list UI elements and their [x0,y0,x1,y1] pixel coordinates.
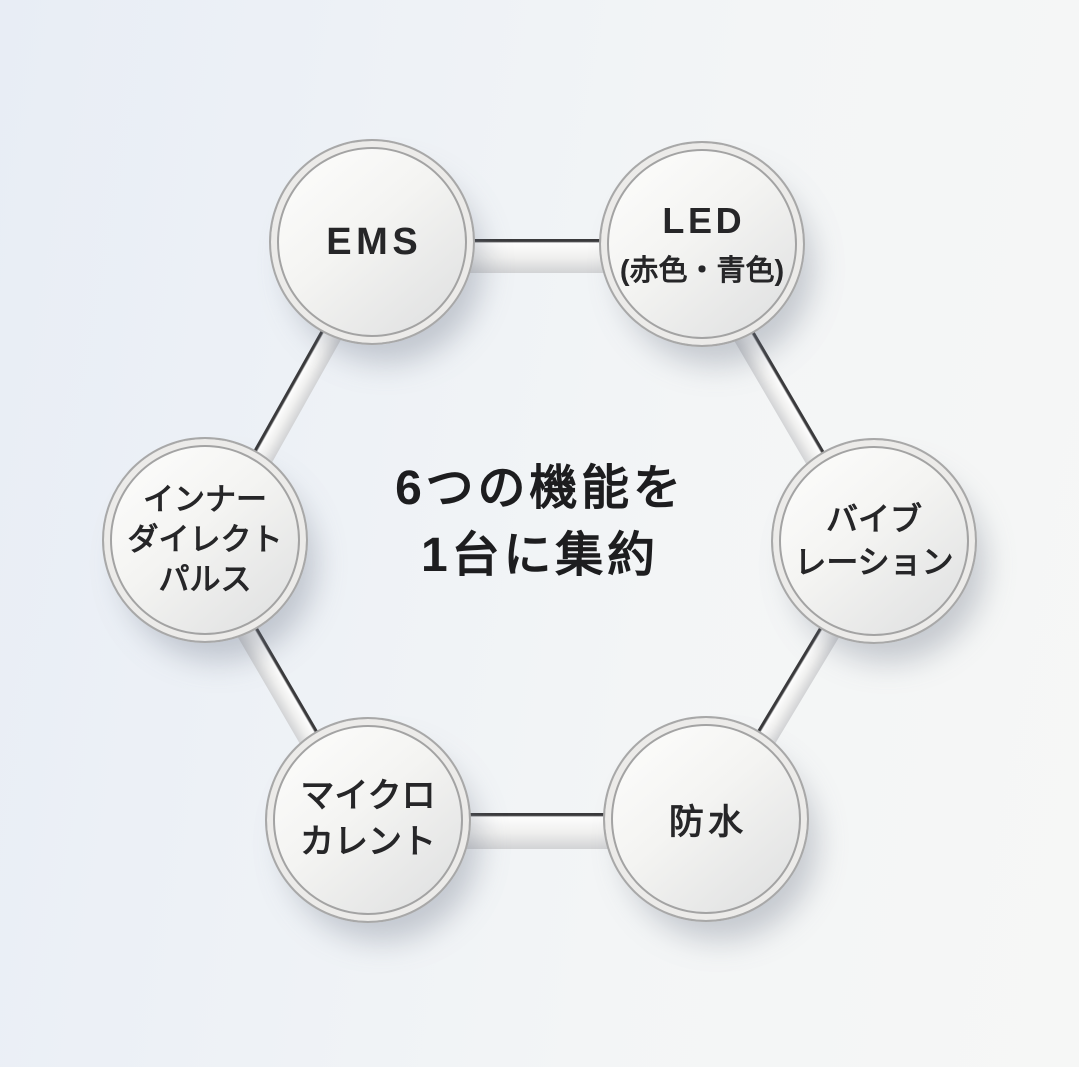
node-led-sub-label: (赤色・青色) [619,254,785,287]
node-vibration-label: バイブ レーション [794,500,954,580]
node-led-main-label: LED [662,199,746,241]
node-microcurrent: マイクロ カレント [265,717,471,923]
node-microcurrent-label: マイクロ カレント [300,777,436,861]
center-title: 6つの機能を 1台に集約 [395,462,685,583]
node-vibration: バイブ レーション [771,438,977,644]
node-led-label: LED (赤色・青色) [620,200,784,289]
node-waterproof: 防水 [603,716,809,922]
node-ems-label: EMS [326,220,423,263]
node-ems: EMS [269,139,475,345]
node-inner-direct-pulse: インナー ダイレクト パルス [102,437,308,643]
node-waterproof-label: 防水 [668,802,748,842]
node-inner-direct-pulse-label: インナー ダイレクト パルス [127,481,283,598]
node-led: LED (赤色・青色) [599,141,805,347]
